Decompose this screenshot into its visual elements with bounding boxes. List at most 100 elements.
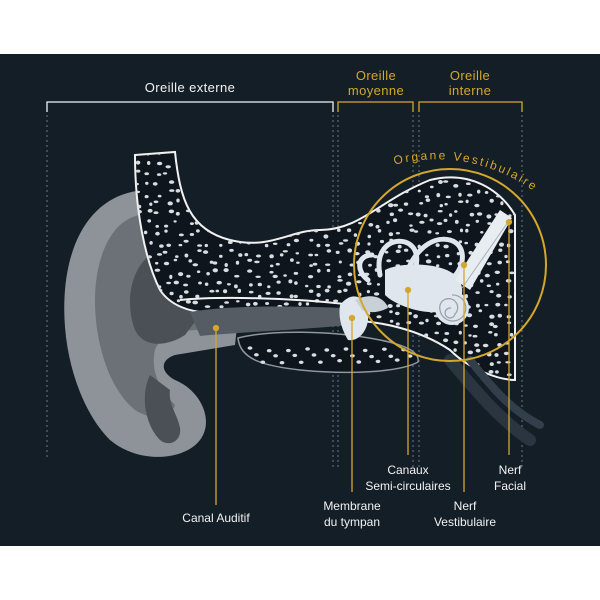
bone-texture-dot	[254, 260, 260, 264]
bone-texture-dot	[269, 264, 274, 268]
bone-texture-dot	[474, 343, 480, 347]
bone-texture-dot	[407, 354, 413, 358]
bone-texture-dot	[135, 160, 141, 165]
bone-texture-dot	[248, 290, 254, 294]
bone-texture-dot	[325, 299, 330, 302]
bone-texture-dot	[376, 315, 382, 319]
bone-texture-dot	[289, 294, 294, 299]
semicircular-canal-3	[357, 252, 375, 283]
bone-texture-dot	[443, 338, 449, 343]
bone-texture-dot	[159, 244, 164, 248]
bone-texture-dot	[189, 222, 194, 226]
bone-texture-dot	[288, 279, 293, 284]
bone-texture-dot	[499, 242, 504, 247]
bone-texture-dot	[298, 360, 304, 364]
bone-texture-dot	[509, 271, 515, 275]
bone-texture-dot	[423, 213, 428, 218]
bone-texture-dot	[458, 192, 462, 197]
bone-texture-dot	[395, 249, 401, 254]
bone-texture-dot	[396, 304, 401, 308]
bone-texture-dot	[417, 189, 421, 193]
bone-texture-dot	[444, 332, 450, 335]
bone-texture-dot	[175, 255, 179, 258]
bone-texture-dot	[467, 193, 473, 197]
bone-texture-dot	[155, 231, 160, 236]
bone-texture-dot	[155, 261, 159, 265]
bone-texture-dot	[436, 264, 440, 268]
bone-texture-dot	[275, 262, 280, 266]
neck-strands	[444, 354, 544, 446]
bone-texture-dot	[311, 353, 317, 357]
bone-texture-dot	[178, 233, 184, 237]
bone-texture-dot	[316, 284, 321, 289]
bone-texture-dot	[464, 324, 468, 327]
bone-texture-dot	[465, 199, 469, 204]
bone-texture-dot	[444, 202, 448, 206]
bone-texture-dot	[395, 232, 400, 235]
bone-texture-dot	[353, 233, 358, 237]
cochlea	[435, 291, 469, 325]
bone-texture-dot	[509, 332, 514, 337]
bone-texture-dot	[166, 243, 172, 247]
bone-texture-dot	[453, 184, 459, 188]
bone-texture-dot	[276, 291, 281, 295]
bone-texture-dot	[446, 230, 452, 234]
bone-texture-dot	[479, 279, 484, 283]
bone-texture-dot	[437, 210, 443, 213]
bone-texture-dot	[156, 161, 163, 166]
bone-texture-dot	[136, 169, 141, 173]
bone-texture-dot	[269, 270, 274, 274]
bone-texture-dot	[464, 294, 469, 299]
bone-texture-dot	[265, 291, 271, 295]
bone-texture-dot	[316, 293, 321, 297]
bone-texture-dot	[154, 268, 161, 272]
bone-texture-dot	[192, 263, 199, 267]
label-membrane-line2: du tympan	[324, 515, 380, 529]
bone-texture-dot	[176, 299, 181, 303]
bone-texture-dot	[489, 198, 494, 203]
bone-texture-dot	[496, 361, 501, 364]
bone-texture-dot	[229, 248, 234, 252]
bone-texture-dot	[465, 228, 469, 233]
bone-texture-dot	[489, 362, 494, 366]
bone-texture-dot	[389, 319, 394, 323]
bone-texture-dot	[255, 275, 261, 278]
bone-texture-dot	[496, 293, 502, 298]
bone-texture-dot	[419, 202, 424, 205]
label-canaux-line1: Canaux	[387, 463, 428, 477]
bone-texture-dot	[366, 290, 370, 294]
bone-texture-dot	[267, 285, 271, 289]
bone-texture-dot	[478, 309, 483, 313]
bone-texture-dot	[408, 311, 412, 315]
bone-texture-dot	[337, 289, 342, 294]
bone-texture-dot	[443, 180, 449, 183]
bone-texture-dot	[504, 254, 508, 259]
bone-texture-dot	[298, 302, 302, 306]
bone-texture-dot	[465, 223, 470, 227]
bone-texture-dot	[308, 289, 314, 293]
bone-texture-dot	[343, 239, 349, 242]
bone-texture-dot	[137, 204, 142, 209]
bone-texture-dot	[324, 348, 330, 352]
bone-texture-dot	[185, 300, 191, 304]
bone-texture-dot	[312, 262, 318, 266]
bone-texture-dot	[398, 208, 404, 212]
bone-texture-dot	[498, 248, 503, 252]
bone-texture-dot	[249, 283, 253, 287]
bone-texture-dot	[294, 281, 298, 285]
bone-texture-dot	[458, 200, 464, 203]
bone-texture-dot	[477, 189, 481, 194]
vestibular-organ-circle	[353, 168, 547, 362]
label-canal-auditif: Canal Auditif	[182, 511, 250, 525]
bone-texture-dot	[513, 325, 515, 329]
bone-texture-dot	[223, 289, 228, 294]
bone-texture-dot	[265, 302, 270, 305]
bone-texture-dot	[388, 232, 394, 237]
bone-texture-dot	[409, 228, 415, 232]
bone-texture-dot	[272, 242, 278, 245]
bone-texture-dot	[505, 361, 511, 364]
bone-texture-dot	[369, 354, 374, 359]
bone-texture-dot	[245, 302, 251, 307]
bone-texture-dot	[286, 243, 291, 247]
bone-texture-dot	[264, 243, 269, 248]
